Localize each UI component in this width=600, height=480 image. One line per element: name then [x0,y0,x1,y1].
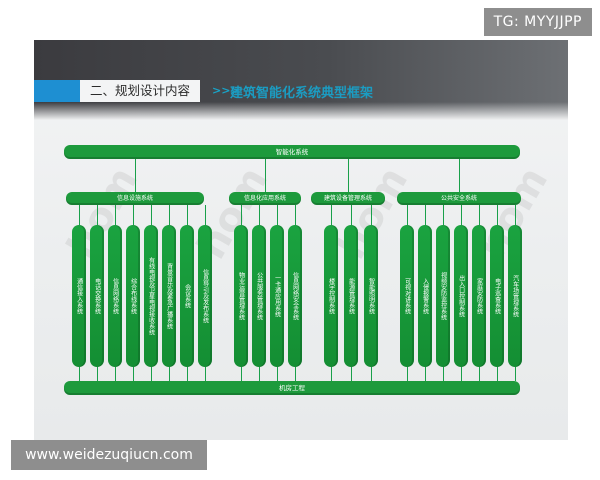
system-column: 可视对讲系统 [400,225,414,367]
connector-line [330,205,332,225]
connector-line [258,205,260,225]
system-column: 有线电视及卫星电视接收系统 [144,225,158,367]
connector-line [114,367,116,381]
connector-line [150,367,152,381]
connector-line [442,367,444,381]
group-node: 信息设施系统 [66,192,204,205]
connector-line [460,367,462,381]
connector-line [168,367,170,381]
connector-line [78,205,80,225]
connector-line [442,205,444,225]
connector-line [330,367,332,381]
connector-line [134,159,136,192]
system-column: 能源管理系统 [344,225,358,367]
connector-line [350,205,352,225]
system-column: 电话交换系统 [90,225,104,367]
system-column: 信息网络系统 [108,225,122,367]
connector-line [350,367,352,381]
system-column: 楼宇控制系统 [324,225,338,367]
connector-line [150,205,152,225]
connector-line [424,367,426,381]
system-column: 电子巡查系统 [490,225,504,367]
group-node: 建筑设备管理系统 [311,192,385,205]
system-column: 背景音乐及紧急广播系统 [162,225,176,367]
group-node: 信息化应用系统 [229,192,301,205]
system-column: 家庭安防系统 [472,225,486,367]
system-column: 出入口控制系统 [454,225,468,367]
system-column: 入侵报警系统 [418,225,432,367]
connector-line [496,205,498,225]
connector-line [264,159,266,192]
connector-line [514,205,516,225]
connector-line [496,367,498,381]
connector-line [96,205,98,225]
system-column: 物业运营管理系统 [234,225,248,367]
connector-line [460,205,462,225]
watermark-tag: TG: MYYJJPP [483,8,592,36]
connector-line [406,367,408,381]
system-column: 信息网络安全系统 [288,225,302,367]
connector-line [114,205,116,225]
connector-line [240,367,242,381]
connector-line [240,205,242,225]
bottom-node: 机房工程 [64,381,520,395]
system-column: 一卡通应用系统 [270,225,284,367]
connector-line [294,205,296,225]
connector-line [186,205,188,225]
slide: hom hom hom hom 二、规划设计内容 >>> 建筑智能化系统典型框架… [34,40,568,440]
connector-line [478,205,480,225]
system-column: 视频安防监控系统 [436,225,450,367]
chevron-arrows-icon: >>> [212,84,240,97]
connector-line [186,367,188,381]
connector-line [204,205,206,225]
page-title: 建筑智能化系统典型框架 [230,86,374,101]
connector-line [132,367,134,381]
connector-line [132,205,134,225]
group-node: 公共安全系统 [397,192,521,205]
connector-line [78,367,80,381]
connector-line [168,205,170,225]
connector-line [370,367,372,381]
connector-line [276,205,278,225]
connector-line [406,205,408,225]
connector-line [347,159,349,192]
system-column: 智能照明系统 [364,225,378,367]
system-column: 公共服务管理系统 [252,225,266,367]
section-header: 二、规划设计内容 [34,80,210,102]
connector-line [514,367,516,381]
section-accent [34,80,80,102]
connector-line [458,159,460,192]
system-column: 信息导引及发布系统 [198,225,212,367]
website-watermark: www.weidezuqiucn.com [11,440,207,470]
connector-line [204,367,206,381]
system-column: 通信接入系统 [72,225,86,367]
connector-line [258,367,260,381]
root-node: 智能化系统 [64,145,520,159]
connector-line [294,367,296,381]
connector-line [370,205,372,225]
system-column: 汽车场管理系统 [508,225,522,367]
connector-line [96,367,98,381]
section-title: 二、规划设计内容 [80,80,201,102]
connector-line [424,205,426,225]
system-column: 会议系统 [180,225,194,367]
system-column: 综合布线系统 [126,225,140,367]
connector-line [478,367,480,381]
connector-line [276,367,278,381]
